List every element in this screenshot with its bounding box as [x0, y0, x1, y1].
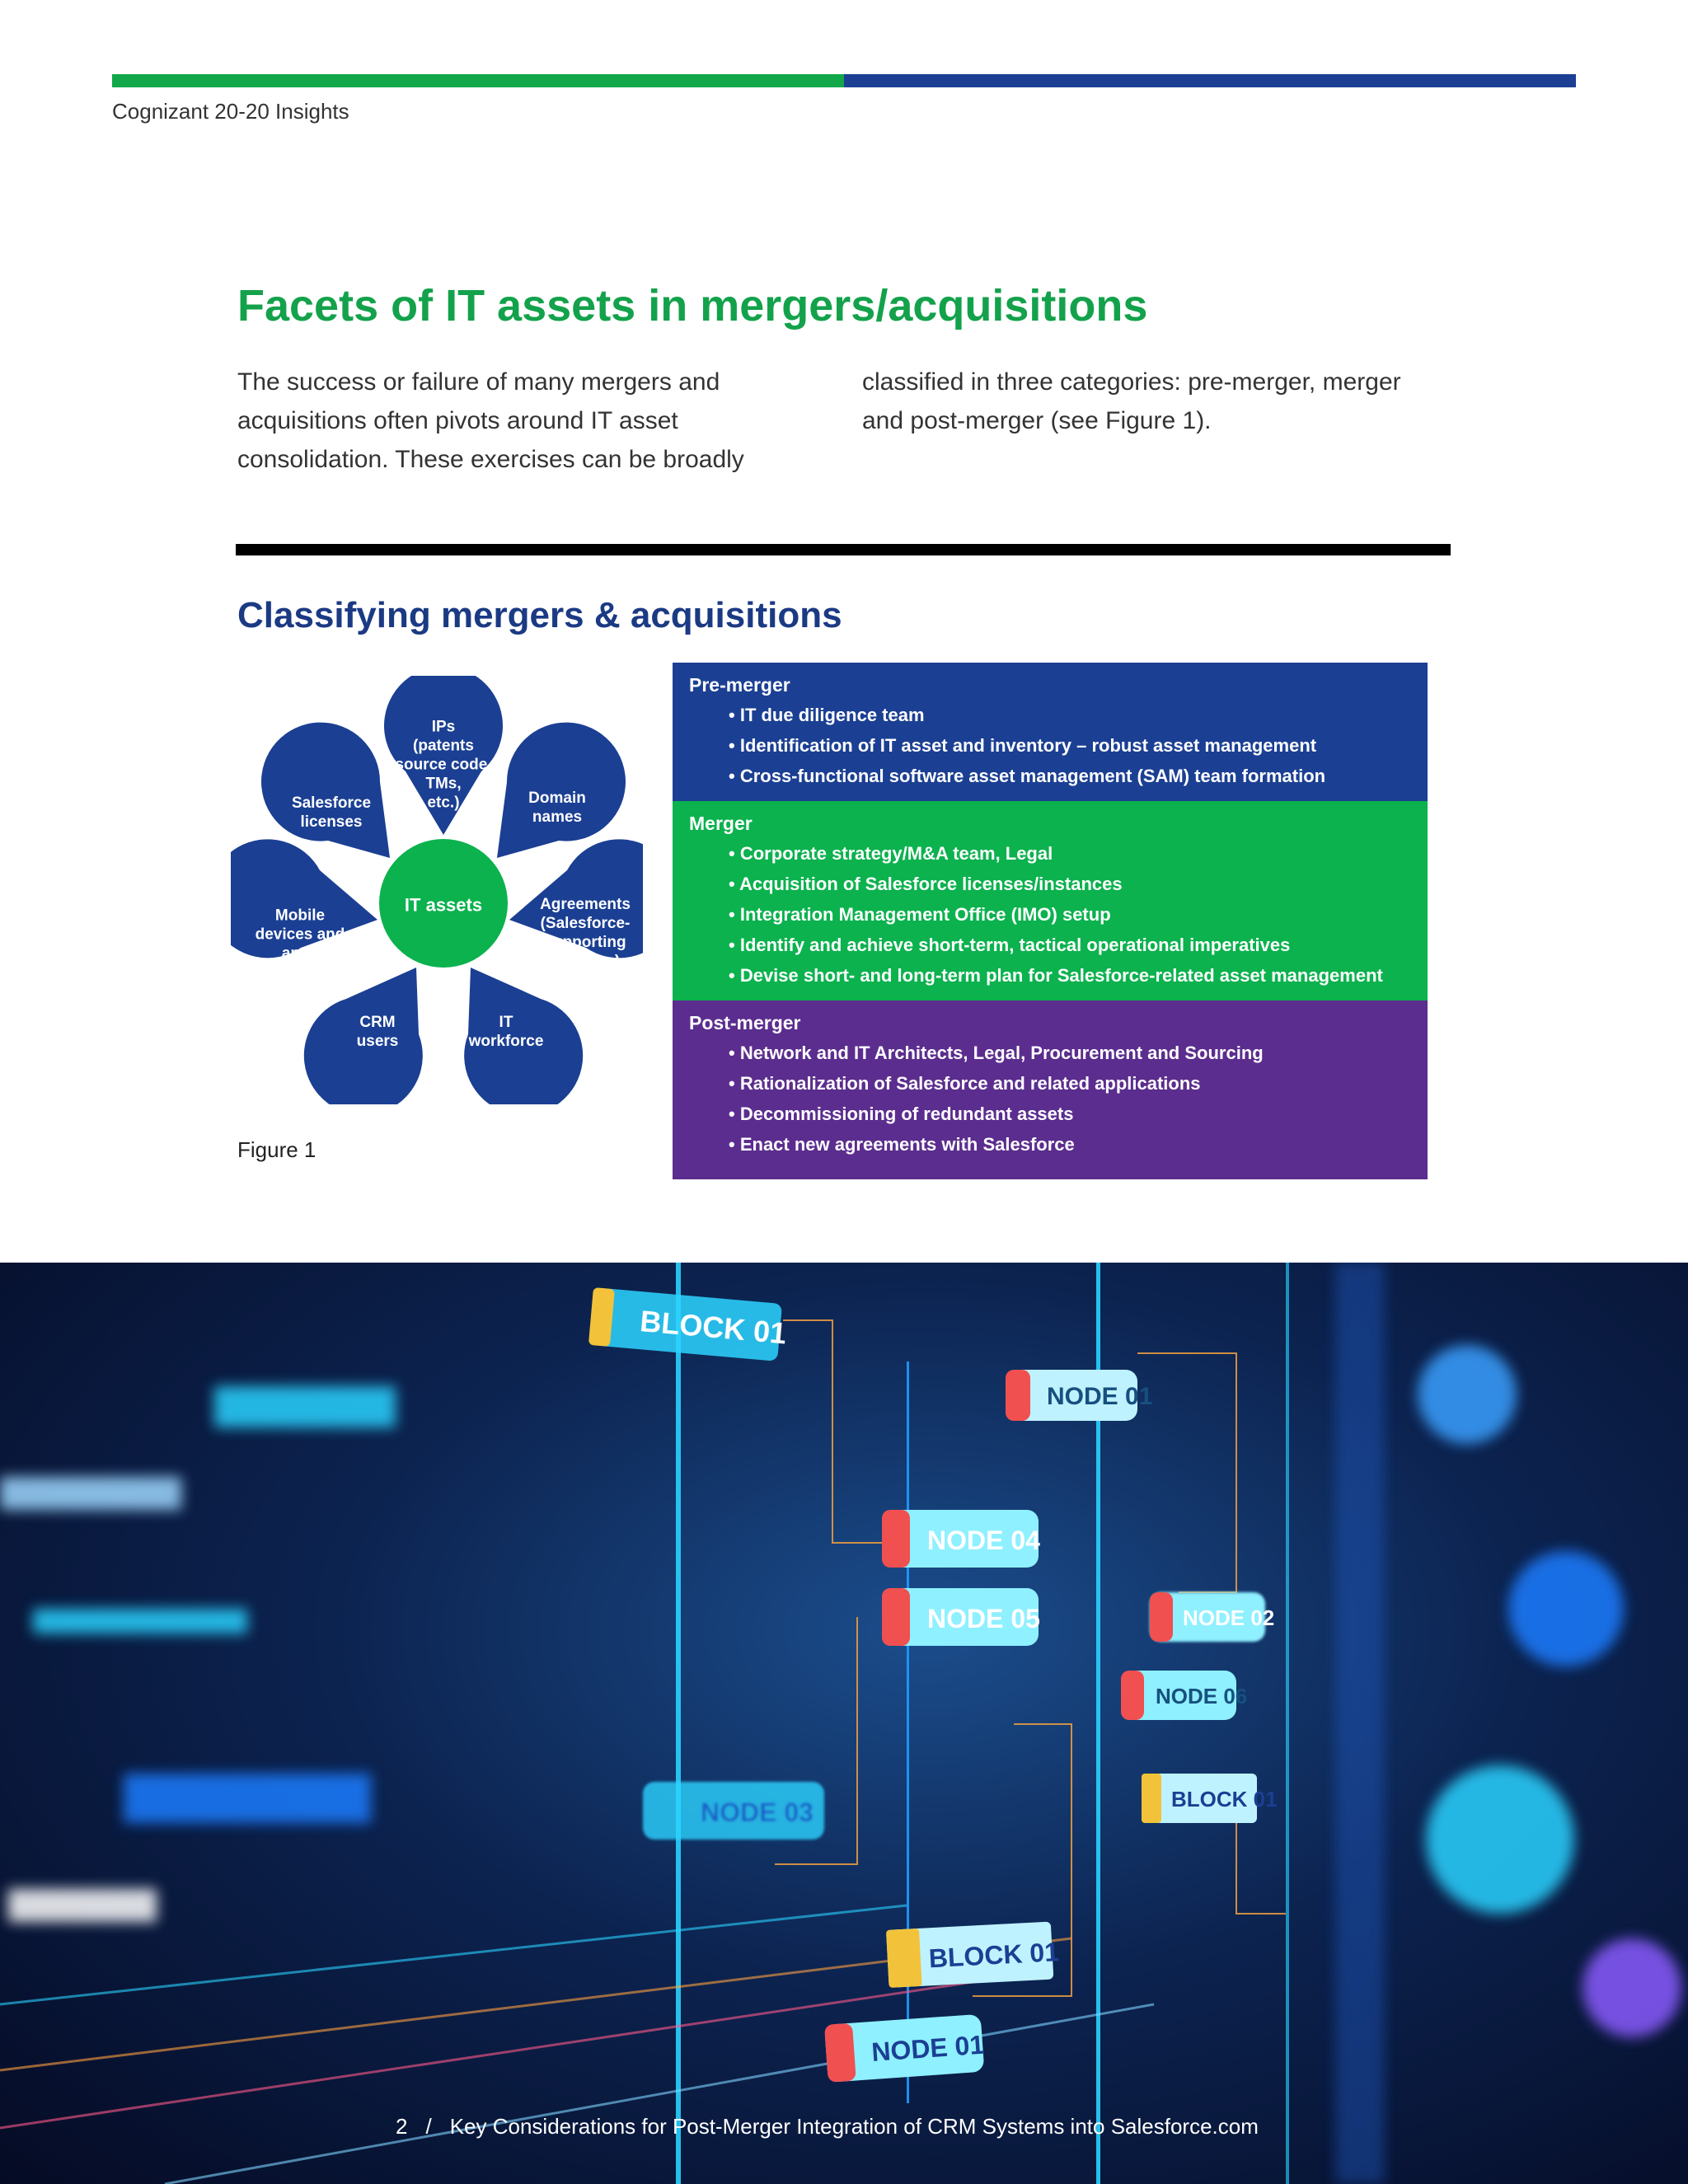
list-item: Network and IT Architects, Legal, Procur…: [729, 1038, 1411, 1068]
list-item: Rationalization of Salesforce and relate…: [729, 1068, 1411, 1099]
blockchain-network-image: BLOCK 01 NODE 01 NODE 04 NODE 05 NODE 02: [0, 1263, 1688, 2184]
photo-label: NODE 02: [1183, 1605, 1274, 1630]
pre-merger-list: IT due diligence team Identification of …: [689, 700, 1411, 791]
photo-label: NODE 05: [927, 1604, 1040, 1633]
list-item: Integration Management Office (IMO) setu…: [729, 899, 1411, 930]
list-item: Enact new agreements with Salesforce: [729, 1129, 1411, 1160]
list-item: Corporate strategy/M&A team, Legal: [729, 838, 1411, 869]
pre-merger-section: Pre-merger IT due diligence team Identif…: [673, 663, 1428, 801]
petal-domain-names: [497, 722, 626, 858]
post-merger-section: Post-merger Network and IT Architects, L…: [673, 1001, 1428, 1179]
document-title: Key Considerations for Post-Merger Integ…: [449, 2114, 1259, 2139]
list-item: Devise short- and long-term plan for Sal…: [729, 960, 1411, 991]
page-title: Facets of IT assets in mergers/acquisiti…: [237, 281, 1148, 330]
center-label: IT assets: [404, 894, 483, 916]
petal-label-domain-names: Domain names: [528, 790, 586, 826]
section-divider: [236, 544, 1451, 555]
petal-label-ips: IPs (patents source code, TMs, etc.): [395, 718, 492, 812]
it-assets-diagram: IPs (patents source code, TMs, etc.) Dom…: [231, 676, 643, 1104]
list-item: Identify and achieve short-term, tactica…: [729, 930, 1411, 960]
brand-header: Cognizant 20-20 Insights: [112, 99, 349, 124]
photo-label: BLOCK 01: [1171, 1787, 1278, 1811]
list-item: Decommissioning of redundant assets: [729, 1099, 1411, 1129]
pre-merger-title: Pre-merger: [689, 674, 790, 696]
petal-mobile-devices: [231, 839, 377, 958]
merger-title: Merger: [689, 813, 753, 834]
page-footer: 2 / Key Considerations for Post-Merger Int…: [396, 2114, 1259, 2139]
photo-label: NODE 04: [927, 1526, 1040, 1555]
petal-salesforce-licenses: [261, 722, 390, 858]
petal-crm-users: [303, 968, 423, 1104]
petal-ips: [384, 676, 503, 835]
section-title: Classifying mergers & acquisitions: [237, 595, 842, 635]
petal-label-salesforce-licenses: Salesforce licenses: [291, 794, 372, 831]
merger-list: Corporate strategy/M&A team, Legal Acqui…: [689, 838, 1411, 991]
intro-paragraph-left: The success or failure of many mergers a…: [237, 368, 744, 473]
list-item: Cross-functional software asset manageme…: [729, 761, 1411, 791]
photo-label: BLOCK 01: [928, 1937, 1060, 1973]
center-circle: [379, 839, 508, 968]
list-item: IT due diligence team: [729, 700, 1411, 730]
footer-separator: /: [425, 2114, 432, 2139]
post-merger-title: Post-merger: [689, 1012, 801, 1033]
page-number: 2: [396, 2114, 408, 2139]
petal-label-crm-users: CRM users: [356, 1014, 399, 1050]
classification-table: Pre-merger IT due diligence team Identif…: [673, 663, 1428, 1179]
top-accent-bar: [112, 74, 1576, 87]
merger-section: Merger Corporate strategy/M&A team, Lega…: [673, 801, 1428, 1001]
petal-label-mobile-devices: Mobile devices and apps: [255, 907, 345, 963]
list-item: Acquisition of Salesforce licenses/insta…: [729, 869, 1411, 899]
petal-label-it-workforce: IT workforce: [468, 1014, 544, 1050]
list-item: Identification of IT asset and inventory…: [729, 730, 1411, 761]
photo-label: NODE 03: [701, 1797, 814, 1827]
photo-label: NODE 01: [1047, 1383, 1152, 1410]
post-merger-list: Network and IT Architects, Legal, Procur…: [689, 1038, 1411, 1160]
figure-caption: Figure 1: [237, 1137, 316, 1162]
petal-it-workforce: [464, 968, 584, 1104]
petal-agreements: [509, 839, 643, 958]
intro-paragraph-right: classified in three categories: pre-merg…: [862, 368, 1401, 434]
photo-label: NODE 06: [1156, 1684, 1247, 1708]
petal-label-agreements: Agreements (Salesforce- supporting softw…: [540, 896, 631, 970]
